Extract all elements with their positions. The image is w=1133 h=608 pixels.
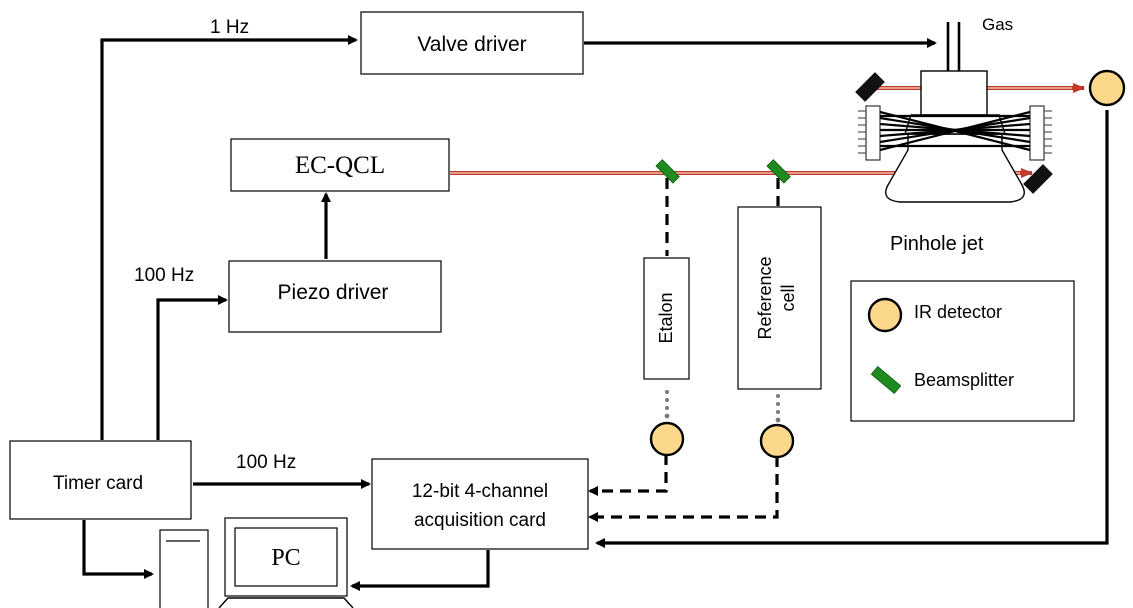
valve-driver-label: Valve driver	[417, 33, 526, 56]
reference-cell-label-line1: Reference	[755, 256, 775, 339]
valve-frequency-label: 1 Hz	[210, 17, 249, 38]
etalon-ir-detector-icon	[649, 421, 685, 457]
legend-ir-detector-label: IR detector	[914, 302, 1002, 322]
acquisition-label-line2: acquisition card	[414, 510, 546, 531]
timer-card-box: Timer card	[9, 440, 192, 520]
piezo-driver-label: Piezo driver	[278, 281, 389, 304]
legend-beamsplitter-label: Beamsplitter	[914, 370, 1014, 390]
legend-ir-detector-icon	[867, 297, 903, 333]
piezo-frequency-label: 100 Hz	[134, 265, 194, 286]
line-acquisition-to-pc	[350, 550, 490, 591]
acquisition-frequency-label: 100 Hz	[236, 452, 296, 473]
line-timer-to-piezo	[156, 295, 228, 440]
pc-label: PC	[271, 545, 300, 571]
pinhole-jet-chamber	[855, 22, 1053, 203]
piezo-driver-box: Piezo driver	[228, 260, 442, 333]
ec-qcl-label: EC-QCL	[295, 152, 385, 179]
pinhole-jet-label: Pinhole jet	[890, 233, 984, 255]
valve-driver-box: Valve driver	[360, 11, 584, 75]
legend-box: IR detector Beamsplitter	[850, 280, 1075, 422]
reference-probe-dots	[775, 394, 781, 423]
acquisition-label-line1: 12-bit 4-channel	[412, 481, 548, 502]
legend-beamsplitter-icon	[870, 365, 902, 395]
line-jet-detector-to-acquisition	[595, 110, 1109, 548]
acquisition-card-box: 12-bit 4-channel acquisition card	[371, 458, 589, 550]
jet-ir-detector-icon	[1088, 69, 1126, 107]
reference-cell-box: Reference cell	[737, 206, 822, 390]
dashed-reference-detector-to-acquisition	[588, 456, 779, 522]
etalon-box: Etalon	[643, 257, 690, 380]
ec-qcl-box: EC-QCL	[230, 138, 450, 192]
gas-label: Gas	[982, 15, 1013, 34]
timer-card-label: Timer card	[53, 473, 143, 494]
etalon-beamsplitter-icon	[655, 159, 680, 184]
reference-cell-label-line2: cell	[778, 284, 798, 311]
line-timer-to-valve	[100, 35, 358, 440]
dashed-etalon-detector-to-acquisition	[588, 454, 668, 496]
etalon-label: Etalon	[656, 292, 676, 343]
line-timer-to-pc	[82, 520, 154, 579]
pc-icon: PC	[159, 517, 354, 608]
reference-beamsplitter-icon	[766, 159, 791, 184]
reference-ir-detector-icon	[759, 423, 795, 459]
etalon-probe-dots	[664, 390, 670, 419]
